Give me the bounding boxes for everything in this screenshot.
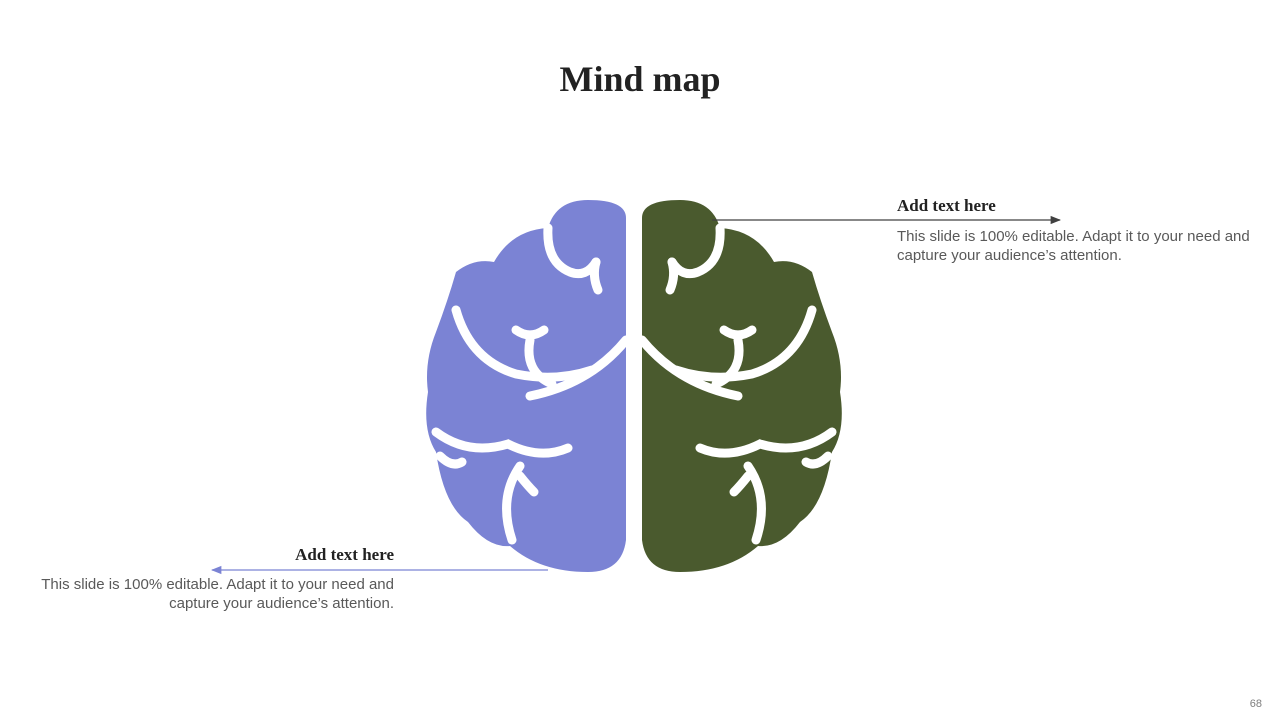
left-callout-heading: Add text here [295, 545, 394, 564]
left-hemisphere [426, 200, 631, 572]
slide-title: Mind map [559, 59, 721, 99]
page-number: 68 [1249, 698, 1262, 710]
left-hemisphere-shape [426, 200, 626, 572]
right-callout-body: This slide is 100% editable. Adapt it to… [897, 228, 1250, 264]
left-callout-body: This slide is 100% editable. Adapt it to… [41, 576, 394, 612]
right-hemisphere-shape [642, 200, 842, 572]
right-hemisphere [637, 200, 842, 572]
right-callout-heading: Add text here [897, 196, 996, 215]
